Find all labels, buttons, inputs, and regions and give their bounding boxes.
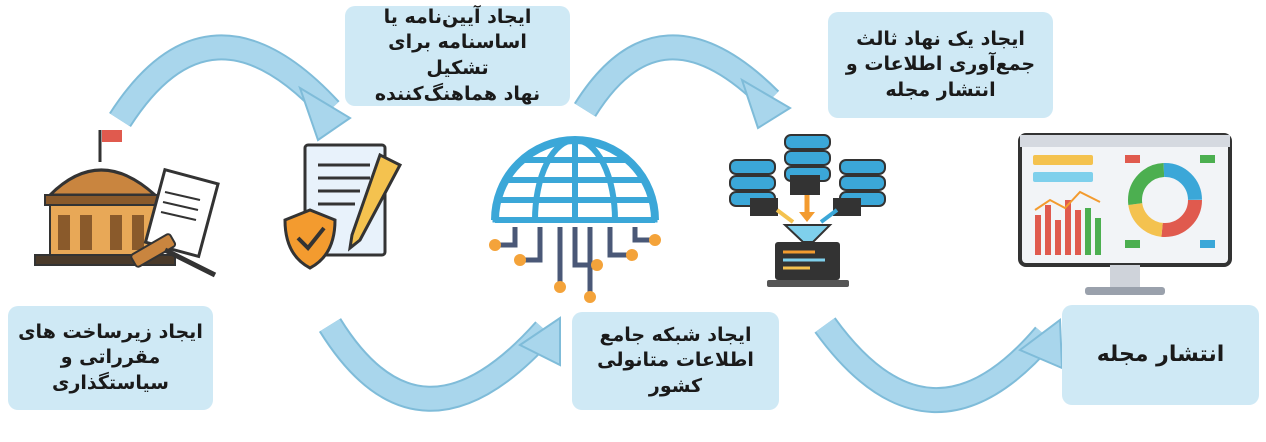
arrow-2-icon	[318, 316, 561, 412]
step-1-line-2: مقرراتی و سیاستگذاری	[52, 346, 169, 394]
step-4-line-1: ایجاد یک نهاد ثالث	[856, 27, 1025, 50]
step-4-line-3: انتشار مجله	[885, 78, 996, 101]
arrow-3-icon	[573, 34, 792, 130]
step-2-label: ایجاد آیین‌نامه یا اساسنامه برای تشکیل ن…	[345, 6, 570, 106]
step-3-label: ایجاد شبکه جامع اطلاعات متانولی کشور	[572, 312, 779, 410]
arrow-1-icon	[109, 34, 352, 142]
step-2-line-3: نهاد هماهنگ‌کننده	[374, 82, 541, 105]
database-funnel-laptop-icon	[729, 134, 886, 287]
step-2-line-1: ایجاد آیین‌نامه یا	[383, 5, 532, 28]
document-pen-shield-icon	[283, 143, 403, 270]
step-4-line-2: جمع‌آوری اطلاعات و	[845, 53, 1036, 76]
step-3-line-2: اطلاعات متانولی کشور	[597, 349, 754, 397]
step-1-line-1: ایجاد زیرساخت های	[18, 320, 203, 343]
step-5-line-1: انتشار مجله	[1096, 342, 1225, 368]
globe-network-icon	[489, 136, 661, 303]
courthouse-law-icon	[34, 130, 220, 278]
step-3-line-1: ایجاد شبکه جامع	[599, 323, 752, 346]
step-2-line-2: اساسنامه برای تشکیل	[388, 31, 527, 79]
step-4-label: ایجاد یک نهاد ثالث جمع‌آوری اطلاعات و ان…	[828, 12, 1053, 118]
step-5-label: انتشار مجله	[1062, 305, 1259, 405]
step-1-label: ایجاد زیرساخت های مقرراتی و سیاستگذاری	[8, 306, 213, 410]
arrow-4-icon	[814, 317, 1064, 413]
dashboard-monitor-icon	[1018, 133, 1232, 295]
